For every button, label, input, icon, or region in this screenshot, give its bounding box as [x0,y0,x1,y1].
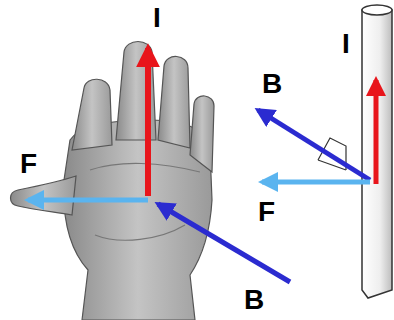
current-label: I [153,4,161,32]
hand-drawing [11,42,215,320]
current-arrow [145,48,151,196]
current-label: I [342,30,350,58]
force-arrow [262,180,370,185]
field-label: B [262,70,282,98]
field-label: B [244,286,264,314]
force-arrow [28,198,148,203]
force-label: F [20,150,37,178]
wire-drawing [362,5,392,298]
force-label: F [258,198,275,226]
field-arrow [258,110,370,180]
current-arrow [374,80,379,184]
